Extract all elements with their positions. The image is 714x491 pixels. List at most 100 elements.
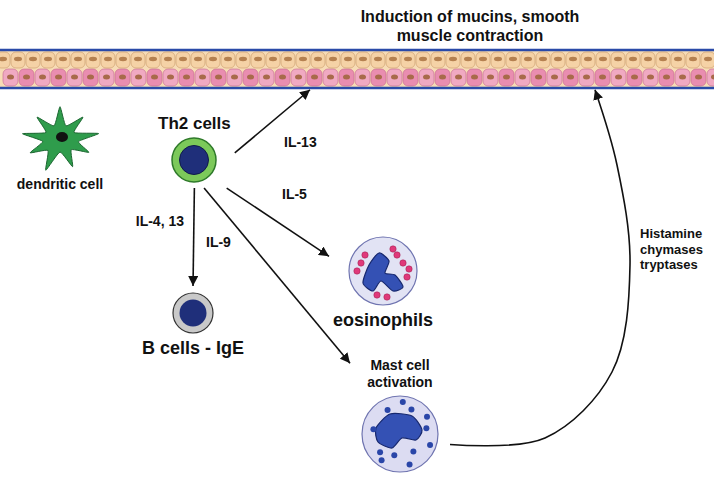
epithelial-cell (701, 52, 714, 68)
epithelial-cell (686, 52, 700, 68)
cell-nucleus (254, 57, 262, 61)
epithelial-cell (26, 52, 40, 68)
cell-nucleus (704, 57, 712, 61)
epithelial-cell (551, 52, 565, 68)
mast-cell-body (362, 396, 438, 472)
cell-nucleus (359, 57, 367, 61)
cell-nucleus (119, 57, 127, 61)
cell-nucleus (554, 57, 562, 61)
cell-nucleus (311, 74, 318, 79)
eosinophil-body (349, 237, 417, 305)
epithelial-cell (499, 69, 514, 86)
epithelial-cell (435, 69, 450, 86)
cell-nucleus (464, 57, 472, 61)
epithelial-cell (515, 69, 530, 86)
mast-cell-granule (385, 407, 391, 413)
arrow-connector (204, 188, 350, 363)
dendritic-cell-nucleus (56, 132, 68, 142)
cell-nucleus (449, 57, 457, 61)
cytokine-label: IL-5 (280, 186, 309, 203)
epithelial-cell (596, 52, 610, 68)
epithelial-cell (227, 69, 242, 86)
cell-nucleus (494, 57, 502, 61)
cell-nucleus (539, 57, 547, 61)
epithelial-cell (147, 69, 162, 86)
mast-cell-granule (410, 448, 416, 454)
epithelial-cell (547, 69, 562, 86)
cell-label: Mast cell activation (354, 357, 446, 390)
epithelial-cell (0, 52, 10, 68)
mast-cell-shape (358, 392, 442, 476)
epithelium-band: Induction of mucins, smooth muscle contr… (0, 0, 714, 90)
cell-nucleus (389, 57, 397, 61)
cell-nucleus (327, 74, 334, 79)
epithelial-cell (146, 52, 160, 68)
epithelial-cell (3, 69, 18, 86)
cell-nucleus (419, 57, 427, 61)
th2-cell-body (172, 138, 216, 182)
cell-nucleus (663, 74, 670, 79)
epithelial-cell (386, 52, 400, 68)
epithelial-cell (506, 52, 520, 68)
cell-nucleus (524, 57, 532, 61)
epithelial-cell (339, 69, 354, 86)
cell-nucleus (407, 74, 414, 79)
cell-nucleus (644, 57, 652, 61)
cell-nucleus (0, 57, 7, 61)
dendritic-cell-shape (15, 104, 105, 174)
arrow-connector (227, 188, 329, 256)
eosinophil-granule (406, 266, 412, 272)
epithelial-cell (419, 69, 434, 86)
cell-nucleus (503, 74, 510, 79)
epithelial-cell (627, 69, 642, 86)
eosinophil-granule (384, 294, 390, 300)
epithelial-cell (67, 69, 82, 86)
cell-nucleus (299, 57, 307, 61)
cytokine-label: IL-4, 13 (110, 213, 186, 230)
epithelial-cell (99, 69, 114, 86)
cell-nucleus (119, 74, 126, 79)
b-cell-shape (169, 290, 217, 336)
cell-nucleus (629, 57, 637, 61)
cell-nucleus (567, 74, 574, 79)
epithelial-cell (581, 52, 595, 68)
epithelial-cell (579, 69, 594, 86)
cell-nucleus (135, 74, 142, 79)
th2-cell-nucleus (180, 146, 209, 175)
eosinophil-granule (358, 260, 364, 266)
cell-nucleus (179, 57, 187, 61)
epithelial-cell (659, 69, 674, 86)
epithelial-cell (656, 52, 670, 68)
cell-nucleus (423, 74, 430, 79)
epithelial-cell (416, 52, 430, 68)
epithelial-cell (176, 52, 190, 68)
epithelial-cell (266, 52, 280, 68)
cell-nucleus (239, 57, 247, 61)
epithelial-cell (56, 52, 70, 68)
cell-nucleus (279, 74, 286, 79)
cell-nucleus (89, 57, 97, 61)
epithelial-cell (483, 69, 498, 86)
arrow-connector (450, 90, 630, 446)
cytokine-label: Histamine chymases tryptases (638, 226, 714, 273)
epithelial-cell (163, 69, 178, 86)
membrane-line (0, 49, 714, 52)
epithelial-cell (191, 52, 205, 68)
epithelial-cell (641, 52, 655, 68)
cell-nucleus (29, 57, 37, 61)
cell-nucleus (509, 57, 517, 61)
epithelial-cell (355, 69, 370, 86)
cell-nucleus (583, 74, 590, 79)
cell-nucleus (183, 74, 190, 79)
epithelial-cell (71, 52, 85, 68)
eosinophil-granule (362, 252, 368, 258)
cell-label: B cells - IgE (142, 338, 244, 359)
mast-cell-granule (407, 462, 413, 468)
b-cell: B cells - IgE (138, 286, 248, 363)
epithelial-cell (446, 52, 460, 68)
cell-nucleus (551, 74, 558, 79)
eosinophil-granule (374, 292, 380, 298)
epithelial-cell (179, 69, 194, 86)
epithelial-cell (611, 69, 626, 86)
epithelial-cell (387, 69, 402, 86)
